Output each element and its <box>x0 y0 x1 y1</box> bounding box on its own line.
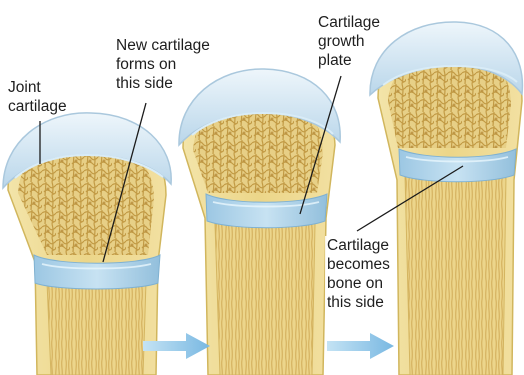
growth-plate-label: Cartilage growth plate <box>316 13 382 70</box>
bone-growing <box>179 69 340 375</box>
cartilage-becomes-bone-label: Cartilage becomes bone on this side <box>325 236 392 312</box>
new-cartilage-label: New cartilage forms on this side <box>114 36 212 93</box>
bone-mature <box>370 22 522 375</box>
bone-young <box>3 113 171 375</box>
joint-cartilage-label: Joint cartilage <box>6 78 69 116</box>
progression-arrow-2 <box>327 333 394 359</box>
